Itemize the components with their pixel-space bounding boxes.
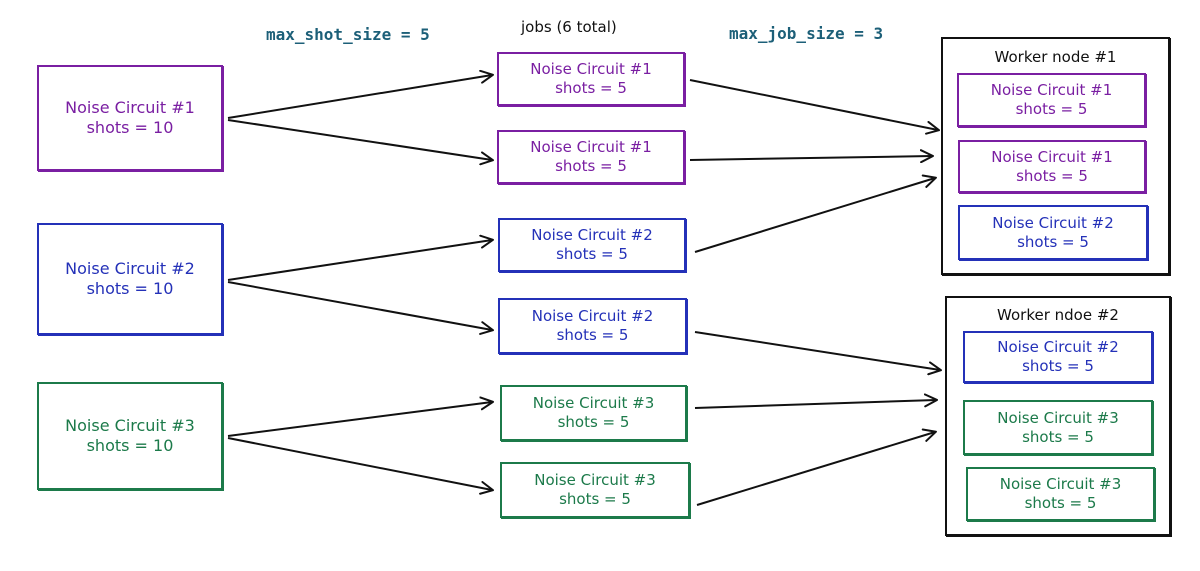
job-shots: shots = 5: [559, 490, 631, 508]
job-shots: shots = 5: [557, 413, 630, 431]
worker-title: Worker ndoe #2: [997, 306, 1119, 324]
job-box-2: Noise Circuit #1 shots = 5: [497, 130, 685, 184]
arrow-c3-j6: [227, 437, 494, 495]
circuit-name: Noise Circuit #3: [65, 416, 195, 435]
job-name: Noise Circuit #1: [991, 147, 1113, 166]
job-name: Noise Circuit #3: [999, 475, 1122, 494]
job-name: Noise Circuit #2: [992, 213, 1114, 232]
job-shots: shots = 5: [556, 326, 629, 344]
job-box-5: Noise Circuit #3 shots = 5: [500, 385, 687, 441]
worker2-job-1: Noise Circuit #2 shots = 5: [963, 331, 1153, 383]
job-name: Noise Circuit #3: [997, 408, 1119, 427]
jobs-header: jobs (6 total): [521, 18, 617, 36]
max-job-size-label: max_job_size = 3: [729, 24, 884, 43]
arrow-j5-w2: [694, 393, 938, 409]
job-shots: shots = 5: [1022, 357, 1094, 375]
job-shots: shots = 5: [1022, 427, 1094, 446]
job-box-1: Noise Circuit #1 shots = 5: [497, 52, 685, 106]
worker1-job-3: Noise Circuit #2 shots = 5: [958, 205, 1148, 260]
job-name: Noise Circuit #1: [990, 81, 1113, 100]
worker-node-1: Worker node #1: [941, 37, 1170, 275]
job-name: Noise Circuit #2: [531, 226, 653, 245]
arrow-c1-j2: [227, 119, 494, 166]
worker-title: Worker node #1: [994, 48, 1117, 66]
job-shots: shots = 5: [555, 79, 627, 97]
worker2-job-3: Noise Circuit #3 shots = 5: [966, 467, 1155, 521]
circuit-name: Noise Circuit #2: [65, 259, 195, 278]
arrow-j2-w1: [689, 149, 934, 164]
worker2-job-2: Noise Circuit #3 shots = 5: [963, 400, 1153, 455]
circuit-box-1: Noise Circuit #1 shots = 10: [37, 65, 223, 171]
job-name: Noise Circuit #2: [997, 338, 1119, 357]
circuit-box-3: Noise Circuit #3 shots = 10: [37, 382, 223, 490]
job-shots: shots = 5: [1017, 232, 1089, 251]
arrow-j3-w1: [694, 174, 937, 253]
circuit-name: Noise Circuit #1: [65, 98, 195, 117]
arrow-j4-w2: [694, 331, 942, 376]
worker1-job-1: Noise Circuit #1 shots = 5: [957, 73, 1146, 127]
job-name: Noise Circuit #1: [530, 138, 652, 157]
job-name: Noise Circuit #3: [534, 471, 656, 490]
job-box-3: Noise Circuit #2 shots = 5: [498, 218, 686, 272]
worker1-job-2: Noise Circuit #1 shots = 5: [958, 140, 1146, 193]
job-name: Noise Circuit #1: [530, 60, 652, 79]
job-name: Noise Circuit #2: [531, 307, 654, 326]
circuit-shots: shots = 10: [86, 436, 174, 455]
job-shots: shots = 5: [1024, 494, 1097, 512]
job-shots: shots = 5: [1016, 166, 1088, 185]
arrow-c2-j3: [227, 234, 494, 281]
max-shot-size-label: max_shot_size = 5: [266, 25, 430, 44]
job-name: Noise Circuit #3: [532, 394, 655, 413]
job-shots: shots = 5: [1015, 100, 1088, 118]
arrow-c3-j5: [227, 396, 494, 437]
arrow-c2-j4: [227, 281, 494, 335]
job-shots: shots = 5: [555, 157, 627, 175]
circuit-box-2: Noise Circuit #2 shots = 10: [37, 223, 223, 335]
worker-node-2: Worker ndoe #2: [945, 296, 1171, 536]
circuit-shots: shots = 10: [86, 279, 174, 298]
circuit-shots: shots = 10: [86, 118, 174, 137]
arrow-j1-w1: [689, 79, 940, 135]
job-box-4: Noise Circuit #2 shots = 5: [498, 298, 687, 354]
arrow-j6-w2: [696, 428, 937, 506]
job-shots: shots = 5: [556, 245, 628, 263]
arrow-c1-j1: [227, 69, 494, 119]
job-box-6: Noise Circuit #3 shots = 5: [500, 462, 690, 518]
